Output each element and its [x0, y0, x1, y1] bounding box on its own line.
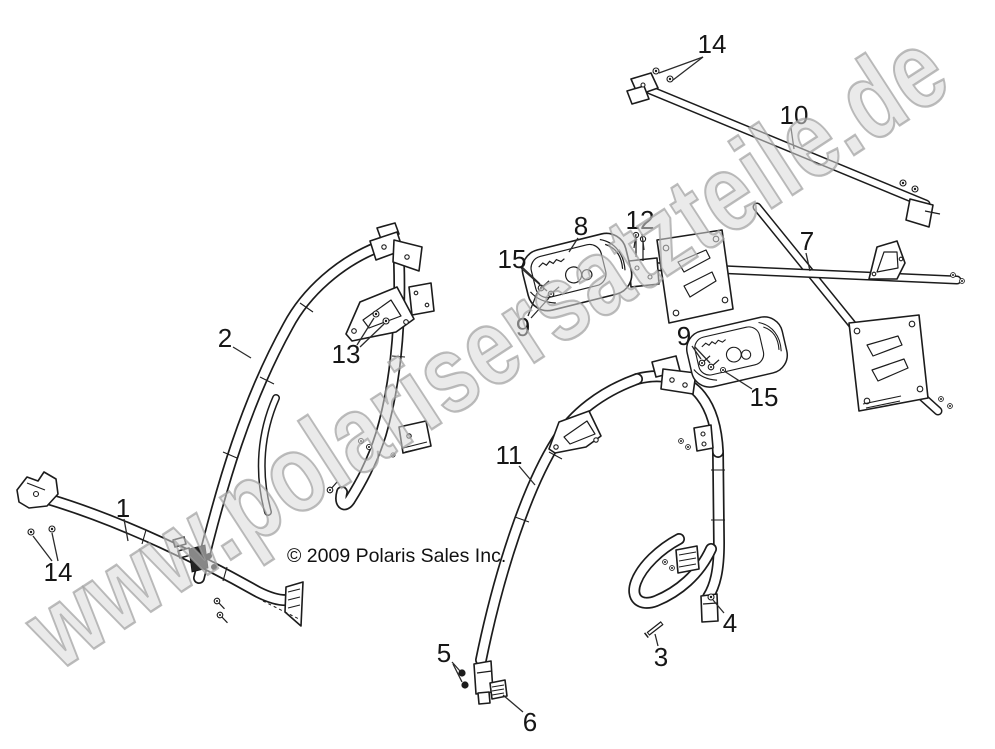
callout-label: 14 — [698, 29, 727, 59]
callout-label: 1 — [116, 493, 130, 523]
screw-icon — [216, 610, 229, 625]
callout-label: 2 — [218, 323, 232, 353]
callout-label: 15 — [498, 244, 527, 274]
tube1-right-bracket — [262, 581, 304, 627]
callout-label: 15 — [750, 382, 779, 412]
callout-15-left: 15 — [498, 244, 548, 292]
frame11-inner-bracket — [675, 545, 700, 574]
callout-label: 12 — [626, 205, 655, 235]
bolt-icon — [666, 75, 674, 83]
bolt-icon — [685, 444, 691, 450]
callout-label: 9 — [677, 321, 691, 351]
bar10-right-fitting — [905, 198, 941, 228]
frame2-upper-bracket — [408, 282, 435, 316]
bolt-icon — [959, 278, 965, 284]
callout-11: 11 — [496, 440, 536, 486]
part-7-support-bar-assembly — [628, 207, 957, 412]
bolt-icon — [48, 525, 56, 533]
callout-label: 4 — [723, 608, 737, 638]
callout-4: 4 — [712, 599, 737, 638]
foot-bracket-6 — [489, 679, 508, 700]
callout-label: 8 — [574, 211, 588, 241]
bolt-icon — [899, 179, 907, 187]
mount-plate-right — [848, 314, 929, 412]
callout-3: 3 — [654, 633, 668, 672]
callout-label: 7 — [800, 226, 814, 256]
callout-8: 8 — [568, 211, 588, 253]
callout-14-bottom: 14 — [32, 532, 73, 587]
callout-9-right: 9 — [677, 321, 711, 364]
callout-2: 2 — [218, 323, 252, 359]
callout-label: 14 — [44, 557, 73, 587]
part-1-front-cross-tube — [16, 471, 304, 627]
copyright-text: © 2009 Polaris Sales Inc. — [287, 545, 506, 567]
bolt-icon — [662, 559, 668, 565]
part-10-rear-cross-bar — [626, 72, 941, 228]
frame11-top-joint — [651, 355, 697, 395]
callout-15-right: 15 — [723, 370, 779, 412]
frame11-gusset-bracket — [548, 410, 602, 454]
callout-5: 5 — [437, 638, 463, 683]
callout-label: 13 — [332, 339, 361, 369]
callout-label: 3 — [654, 642, 668, 672]
tube1-left-bracket — [16, 471, 59, 509]
bolt-icon — [911, 185, 919, 193]
bolt-icon — [669, 565, 675, 571]
callout-7: 7 — [800, 226, 814, 272]
callout-1: 1 — [116, 493, 130, 542]
bar10-left-fitting — [626, 72, 659, 105]
bolt-icon — [382, 317, 390, 325]
bolt-icon — [372, 310, 380, 318]
part-11-cab-frame-right — [473, 355, 725, 705]
mount-plate-left — [656, 229, 734, 324]
bolt-icon — [678, 438, 684, 444]
bolt-icon — [947, 403, 953, 409]
frame2-top-joint — [369, 222, 423, 272]
callout-label: 6 — [523, 707, 537, 737]
triangle-bracket — [868, 240, 906, 280]
frame2-mid-bracket — [398, 420, 432, 454]
watermark-text: www.polarisersatzteile.de — [3, 6, 968, 692]
bolt-icon — [461, 681, 469, 689]
callout-13: 13 — [332, 317, 385, 369]
callout-label: 9 — [516, 312, 530, 342]
bolt-icon — [652, 67, 660, 75]
nut-icon — [707, 593, 715, 601]
bolt-icon — [938, 396, 944, 402]
callout-14-top: 14 — [658, 29, 727, 81]
callout-10: 10 — [780, 100, 809, 150]
callouts-layer: 14 10 7 12 8 15 9 — [32, 29, 814, 737]
callout-9-left: 9 — [516, 292, 550, 342]
frame11-mid-bracket — [693, 424, 714, 452]
pin-icon — [643, 621, 664, 639]
frame2-foot-clamp — [172, 536, 209, 573]
callout-6: 6 — [502, 694, 537, 737]
callout-label: 10 — [780, 100, 809, 130]
bolt-icon — [950, 272, 956, 278]
callout-12: 12 — [626, 205, 655, 251]
callout-label: 5 — [437, 638, 451, 668]
bolt-icon — [27, 528, 35, 536]
screw-icon — [213, 596, 226, 611]
callout-label: 11 — [496, 440, 523, 470]
fasteners-group — [27, 67, 965, 689]
